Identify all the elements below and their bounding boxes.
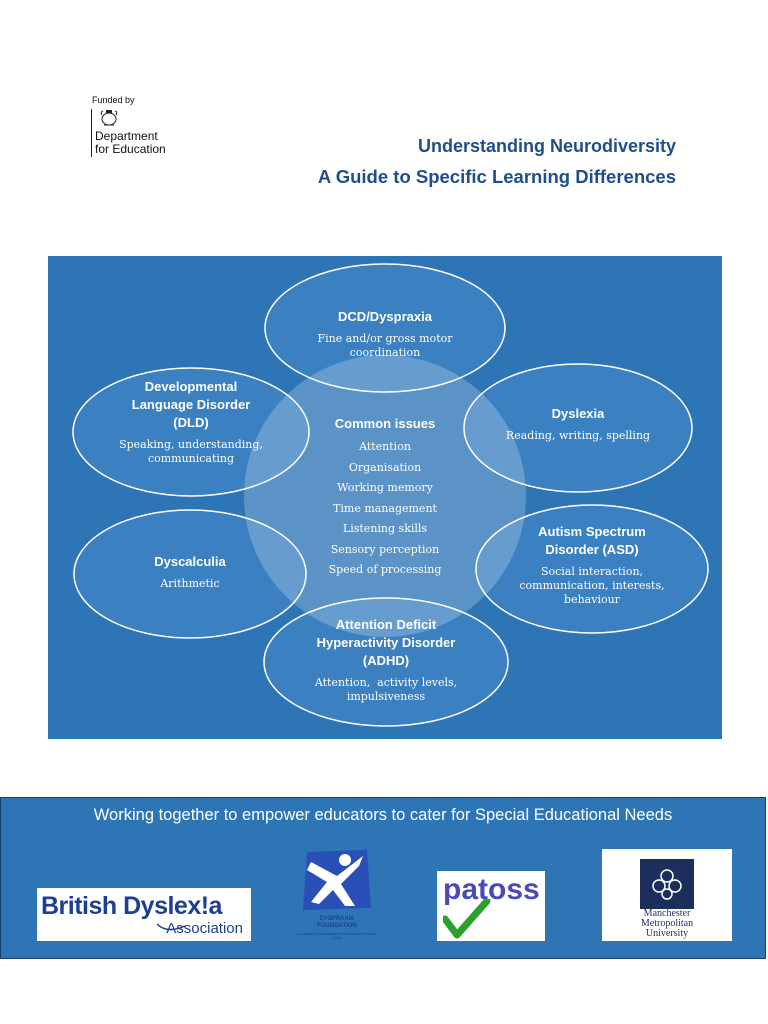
- dyspraxia-logo-text: DYSPRAXIA FOUNDATION: [297, 916, 377, 930]
- node-dcd-ellipse: [264, 263, 506, 393]
- neurodiversity-diagram: DCD/Dyspraxia Fine and/or gross motor co…: [48, 256, 722, 739]
- node-adhd-ellipse: [263, 597, 509, 727]
- common-issue-item: Organisation: [348, 460, 422, 474]
- diagram-shapes: [72, 263, 709, 727]
- common-issue-item: Working memory: [337, 481, 433, 494]
- common-issues-panel: Common issues Attention Organisation Wor…: [305, 416, 465, 581]
- department-line-2: for Education: [95, 142, 166, 156]
- node-asd-ellipse: [475, 504, 709, 634]
- british-dyslexia-association-logo: British Dyslex!a Association: [37, 888, 251, 941]
- dyspraxia-foundation-logo: DYSPRAXIA FOUNDATION Incorporating Devel…: [297, 846, 377, 954]
- node-dyscalculia-ellipse: [73, 509, 307, 639]
- center-circle: [244, 355, 526, 637]
- node-dcd-desc-2: coordination: [349, 346, 421, 359]
- node-adhd-heading-1: Attention Deficit: [335, 617, 437, 632]
- common-issue-item: Attention: [359, 440, 411, 453]
- node-dyslexia-heading: Dyslexia: [551, 406, 605, 421]
- page-subtitle: A Guide to Specific Learning Differences: [317, 166, 676, 187]
- common-issues-heading: Common issues: [334, 416, 436, 431]
- bda-logo-subtext: Association: [166, 920, 243, 937]
- royal-crest-icon: [100, 110, 118, 126]
- node-dyslexia-desc-1: Reading, writing, spelling: [505, 429, 651, 442]
- bda-logo-text: British Dyslex!a: [41, 892, 222, 920]
- mmu-line-3: University: [645, 928, 689, 939]
- dyspraxia-subtext: Incorporating Developmental Coordination…: [297, 932, 377, 940]
- patoss-logo: patoss: [437, 871, 545, 941]
- mmu-logo-text: Manchester Metropolitan University: [602, 909, 732, 939]
- dyspraxia-figure-icon: [303, 850, 371, 910]
- node-asd-desc-1: Social interaction,: [540, 565, 644, 578]
- node-dld-heading-1: Developmental: [144, 379, 238, 394]
- dyspraxia-line-2: FOUNDATION: [317, 923, 357, 929]
- mmu-knot-icon: [652, 869, 682, 900]
- node-dyscalculia-desc-1: Arithmetic: [160, 577, 220, 590]
- footer-tagline: Working together to empower educators to…: [93, 806, 673, 824]
- page-title: Understanding Neurodiversity: [417, 136, 676, 156]
- node-dyslexia-ellipse: [463, 363, 693, 493]
- node-adhd-desc-1: Attention, activity levels,: [314, 676, 458, 689]
- node-dcd-heading: DCD/Dyspraxia: [338, 309, 432, 324]
- patoss-logo-text: patoss: [443, 873, 540, 906]
- dyspraxia-line-1: DYSPRAXIA: [319, 916, 355, 922]
- common-issue-item: Speed of processing: [328, 563, 442, 576]
- department-line-1: Department: [95, 129, 158, 143]
- node-adhd-desc-2: impulsiveness: [346, 690, 426, 703]
- mmu-line-2: Metropolitan: [640, 918, 694, 929]
- node-dyscalculia-heading: Dyscalculia: [154, 554, 226, 569]
- funded-by-label: Funded by: [92, 95, 135, 105]
- mmu-line-1: Manchester: [643, 908, 691, 919]
- node-dyscalculia-label: Dyscalculia Arithmetic: [90, 553, 290, 591]
- common-issue-item: Sensory perception: [330, 542, 440, 556]
- node-adhd-heading-3: (ADHD): [362, 653, 410, 668]
- node-asd-heading-1: Autism Spectrum: [538, 524, 646, 539]
- node-dcd-label: DCD/Dyspraxia Fine and/or gross motor co…: [265, 308, 505, 360]
- node-asd-heading-2: Disorder (ASD): [545, 542, 639, 557]
- node-adhd-heading-2: Hyperactivity Disorder: [316, 635, 456, 650]
- node-adhd-label: Attention Deficit Hyperactivity Disorder…: [276, 616, 496, 704]
- node-asd-desc-3: behaviour: [564, 593, 620, 606]
- node-dld-ellipse: [72, 367, 310, 497]
- check-mark-icon: [443, 899, 491, 939]
- node-dld-desc-2: communicating: [147, 452, 235, 465]
- bda-swoosh-icon: [157, 923, 186, 931]
- mmu-emblem: [640, 859, 694, 909]
- common-issue-item: Time management: [333, 501, 437, 515]
- partners-footer: Working together to empower educators to…: [0, 797, 766, 959]
- node-asd-label: Autism Spectrum Disorder (ASD) Social in…: [492, 523, 692, 607]
- node-dyslexia-label: Dyslexia Reading, writing, spelling: [478, 405, 678, 443]
- node-dld-heading-2: Language Disorder: [131, 397, 251, 412]
- node-dld-label: Developmental Language Disorder (DLD) Sp…: [91, 378, 291, 466]
- node-dld-desc-1: Speaking, understanding,: [119, 438, 263, 451]
- node-asd-desc-2: communication, interests,: [519, 579, 665, 592]
- common-issue-item: Listening skills: [342, 522, 428, 535]
- department-for-education-label: Department for Education: [95, 130, 166, 156]
- manchester-metropolitan-university-logo: Manchester Metropolitan University: [602, 849, 732, 941]
- node-dcd-desc-1: Fine and/or gross motor: [317, 332, 453, 345]
- funder-divider: [91, 109, 92, 157]
- node-dld-heading-3: (DLD): [173, 415, 209, 430]
